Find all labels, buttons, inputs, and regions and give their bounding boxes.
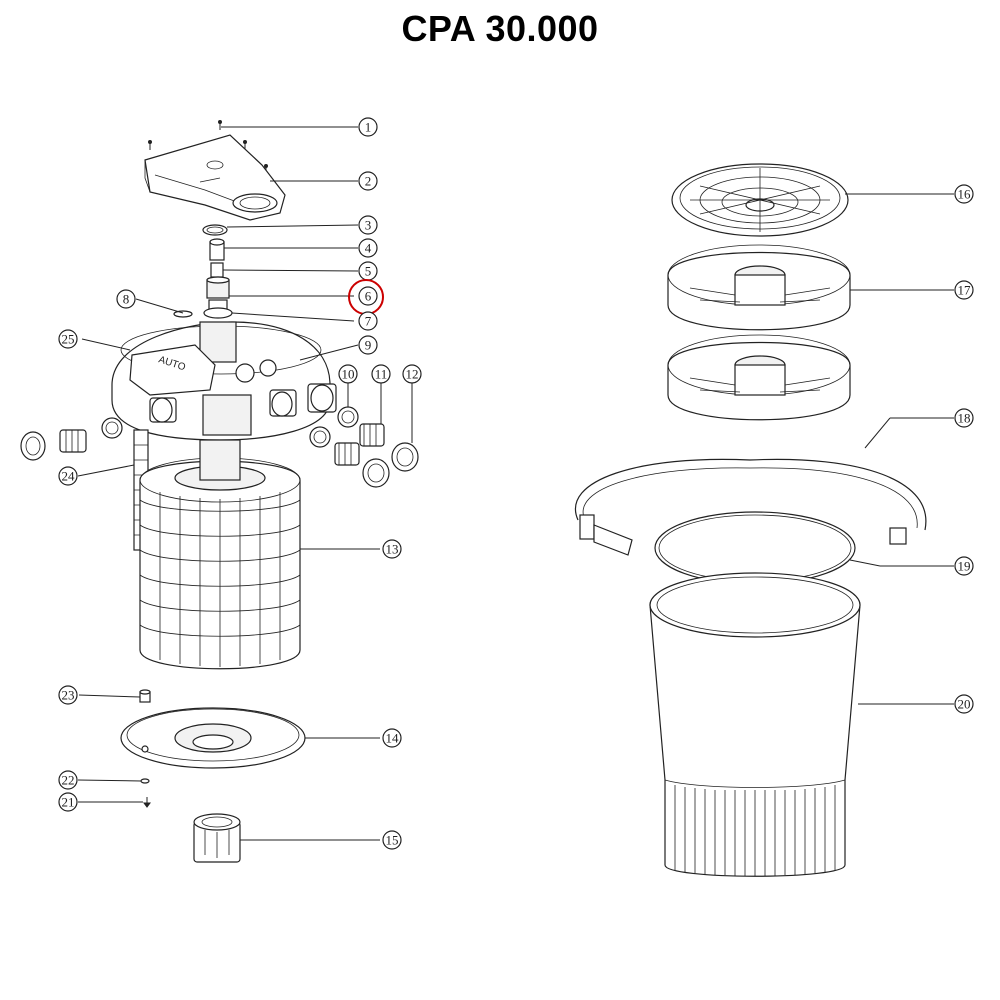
callout-label: 14	[386, 731, 400, 746]
callout-15: 15	[382, 830, 402, 850]
part-inlet-fittings	[20, 417, 123, 461]
callout-23: 23	[58, 685, 78, 705]
callout-label: 12	[406, 367, 419, 382]
callout-label: 15	[386, 833, 399, 848]
callout-label: 2	[365, 174, 372, 189]
callout-14: 14	[382, 728, 402, 748]
leader-lines	[77, 126, 954, 841]
callout-21: 21	[58, 792, 78, 812]
callout-label: 22	[62, 773, 75, 788]
part-20-container	[649, 572, 861, 877]
callout-label: 21	[62, 795, 75, 810]
callout-10: 10	[338, 364, 358, 384]
callout-label: 23	[62, 688, 75, 703]
part-23-cap	[139, 689, 151, 703]
parts-4-7-shaft-stack	[203, 238, 233, 319]
part-10-rings	[309, 406, 359, 448]
callout-label: 17	[958, 283, 972, 298]
callout-25: 25	[58, 329, 78, 349]
callout-label: 5	[365, 264, 372, 279]
part-11-hose-tails	[334, 423, 385, 466]
diagram-title: CPA 30.000	[401, 8, 599, 49]
callout-19: 19	[954, 556, 974, 576]
callout-label: 3	[365, 218, 372, 233]
callout-label: 10	[342, 367, 355, 382]
callout-8: 8	[116, 289, 136, 309]
callout-22: 22	[58, 770, 78, 790]
part-12-union-nuts	[362, 442, 419, 488]
callout-label: 6	[365, 289, 372, 304]
filter-housing-top: AUTO	[111, 321, 331, 441]
part-18-clamp-band	[575, 458, 927, 556]
callout-label: 19	[958, 559, 971, 574]
part-8-seal	[173, 310, 193, 318]
callout-label: 11	[375, 367, 388, 382]
callout-6-highlighted: 6	[348, 279, 384, 315]
callout-label: 25	[62, 332, 75, 347]
callout-label: 8	[123, 292, 130, 307]
callout-18: 18	[954, 408, 974, 428]
callout-5: 5	[358, 261, 378, 281]
part-15-impeller	[193, 813, 241, 863]
part-13-filter-foam	[139, 439, 301, 670]
callout-11: 11	[371, 364, 391, 384]
callout-17: 17	[954, 280, 974, 300]
callout-label: 20	[958, 697, 971, 712]
part-21-screw	[143, 797, 151, 808]
part-2-top-cover	[144, 134, 286, 221]
callout-label: 7	[365, 314, 372, 329]
callout-label: 24	[62, 469, 76, 484]
callout-label: 18	[958, 411, 971, 426]
callout-20: 20	[954, 694, 974, 714]
callout-12: 12	[402, 364, 422, 384]
part-14-bottom-plate	[120, 707, 306, 769]
callout-2: 2	[358, 171, 378, 191]
part-16-grid-cover	[671, 163, 849, 237]
callout-4: 4	[358, 238, 378, 258]
callout-label: 16	[958, 187, 972, 202]
part-17-filter-trays	[667, 244, 851, 421]
part-3-o-ring	[202, 224, 228, 236]
callout-label: 4	[365, 241, 372, 256]
callout-label: 9	[365, 338, 372, 353]
callout-label: 13	[386, 542, 399, 557]
callout-9: 9	[358, 335, 378, 355]
callout-3: 3	[358, 215, 378, 235]
callout-1: 1	[358, 117, 378, 137]
callout-7: 7	[358, 311, 378, 331]
callout-16: 16	[954, 184, 974, 204]
part-22-washer	[140, 778, 150, 784]
callout-label: 1	[365, 120, 372, 135]
housing-ports	[149, 383, 337, 423]
callout-24: 24	[58, 466, 78, 486]
callout-13: 13	[382, 539, 402, 559]
